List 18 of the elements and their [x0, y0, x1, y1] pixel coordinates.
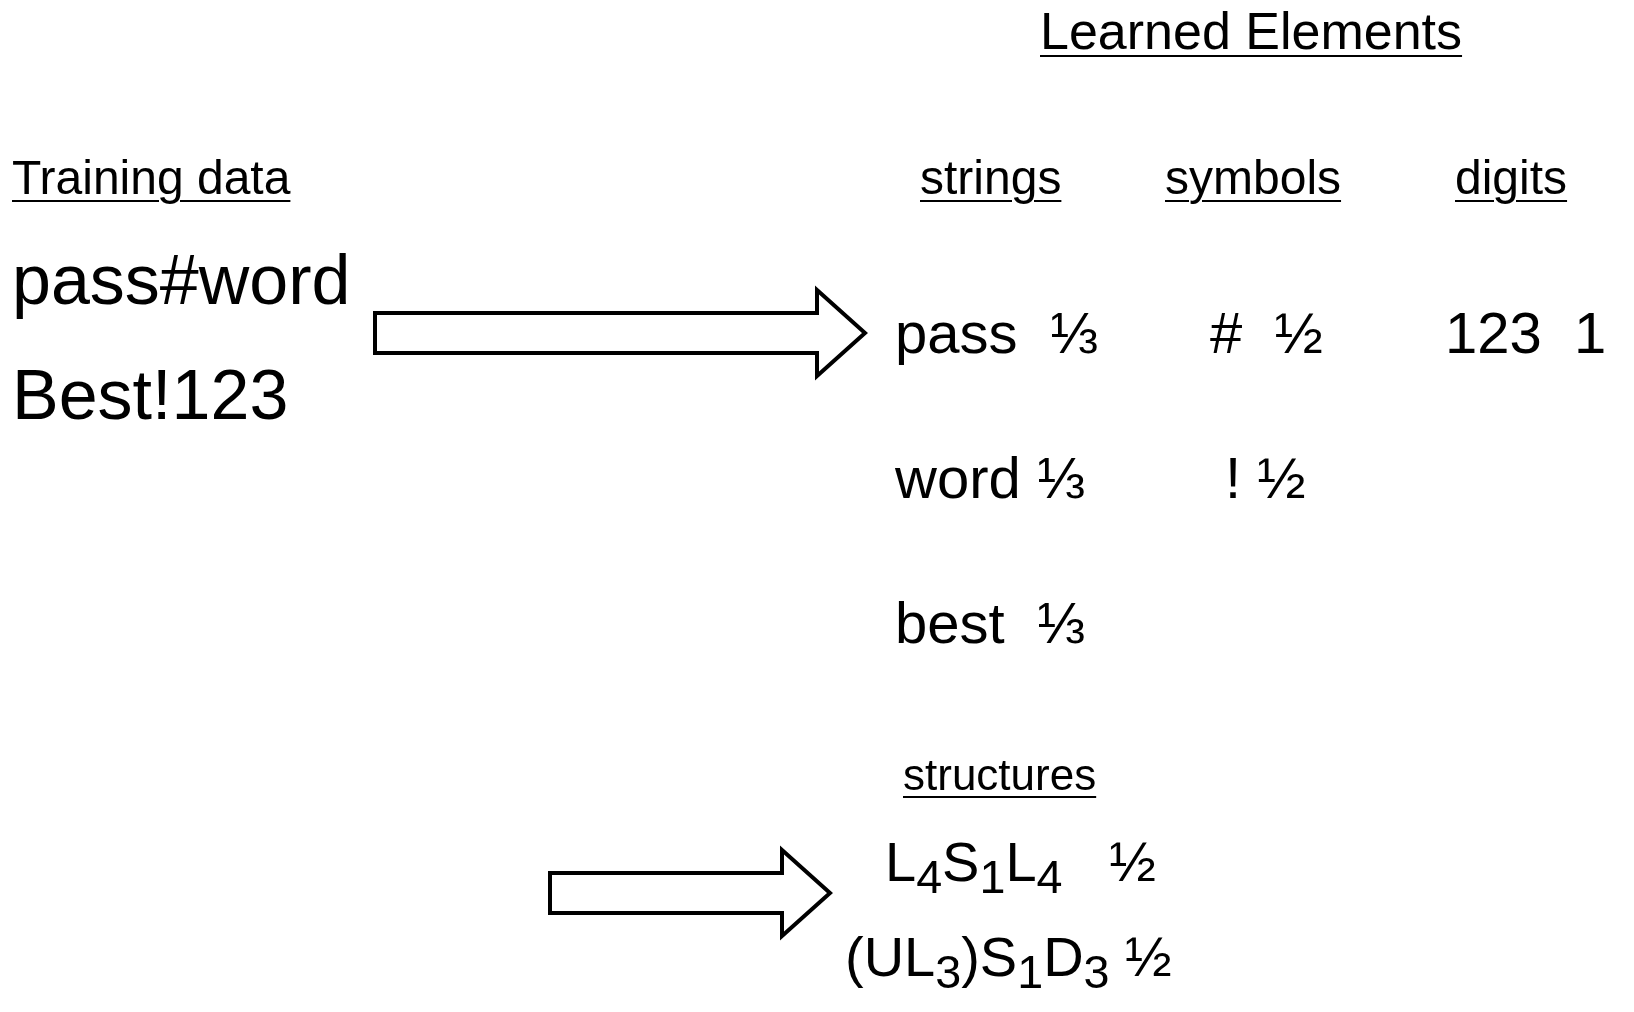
column-heading: strings [920, 150, 1062, 206]
title: Learned Elements [1040, 2, 1463, 62]
block-arrow [373, 285, 868, 381]
element-probability: # ½ [1210, 300, 1323, 367]
sample-text: Best!123 [12, 355, 289, 436]
element-probability: word ⅓ [895, 445, 1086, 512]
structure-probability: L$_{4}$S$_{1}$L$_{4}$ ½ [885, 830, 1156, 905]
block-arrow [548, 845, 833, 941]
structure-probability: (UL$_{3}$)S$_{1}$D$_{3}$ ½ [845, 925, 1172, 1000]
sample-text: pass#word [12, 240, 351, 321]
heading: Training data [12, 150, 291, 206]
column-heading: digits [1455, 150, 1568, 206]
column-heading: structures [903, 750, 1097, 801]
element-probability: ! ½ [1225, 445, 1306, 512]
element-probability: best ⅓ [895, 590, 1086, 657]
element-probability: 123 1 [1445, 300, 1607, 367]
column-heading: symbols [1165, 150, 1342, 206]
element-probability: pass ⅓ [895, 300, 1099, 367]
